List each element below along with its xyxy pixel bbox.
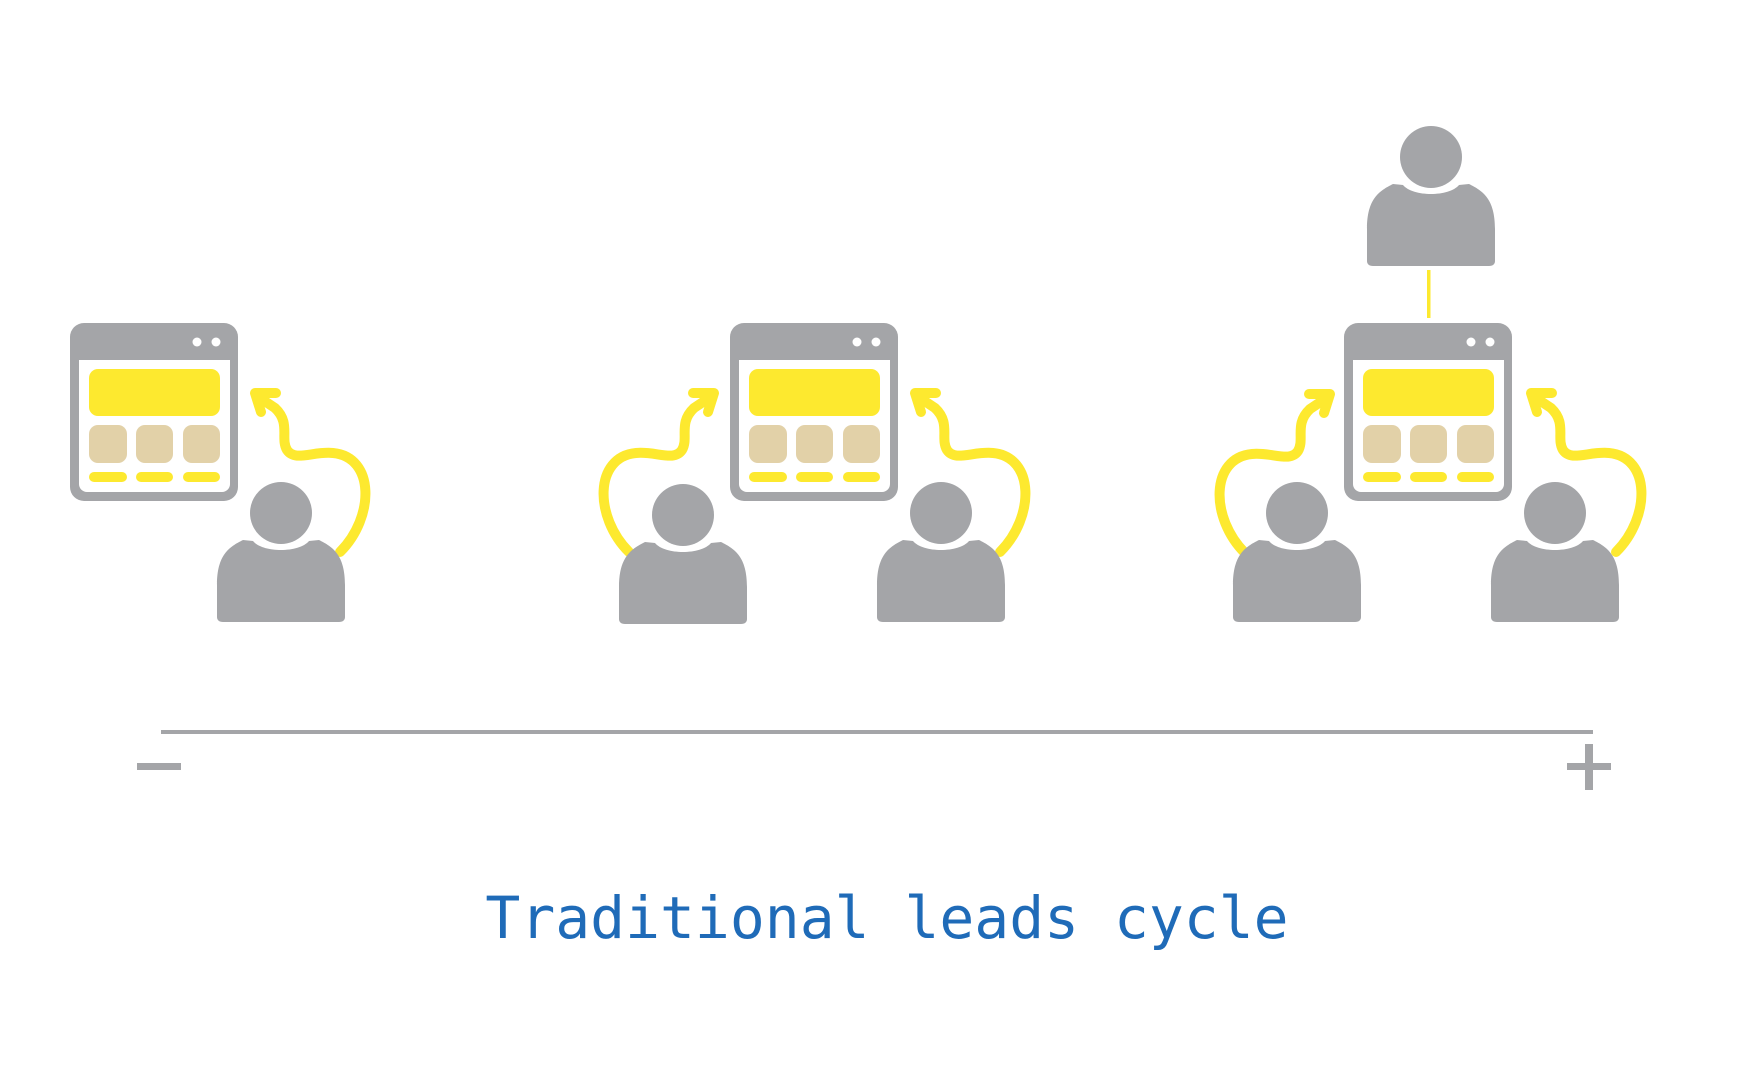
plus-icon <box>1567 744 1611 790</box>
lead-person-icon <box>619 484 747 624</box>
scale-axis <box>137 730 1611 790</box>
landing-page-icon <box>1344 323 1512 501</box>
landing-page-icon <box>70 323 238 501</box>
lead-person-icon <box>1233 482 1361 622</box>
connector-line <box>1427 270 1431 318</box>
landing-page-icon <box>730 323 898 501</box>
minus-icon <box>137 763 181 770</box>
sales-rep-person-icon <box>1367 126 1495 266</box>
diagram-title: Traditional leads cycle <box>485 884 1289 952</box>
axis-line <box>161 730 1593 734</box>
stage-1-group <box>70 323 365 622</box>
stage-3-group <box>1220 126 1642 622</box>
lead-person-icon <box>217 482 345 622</box>
lead-person-icon <box>1491 482 1619 622</box>
lead-person-icon <box>877 482 1005 622</box>
stage-2-group <box>604 323 1026 624</box>
